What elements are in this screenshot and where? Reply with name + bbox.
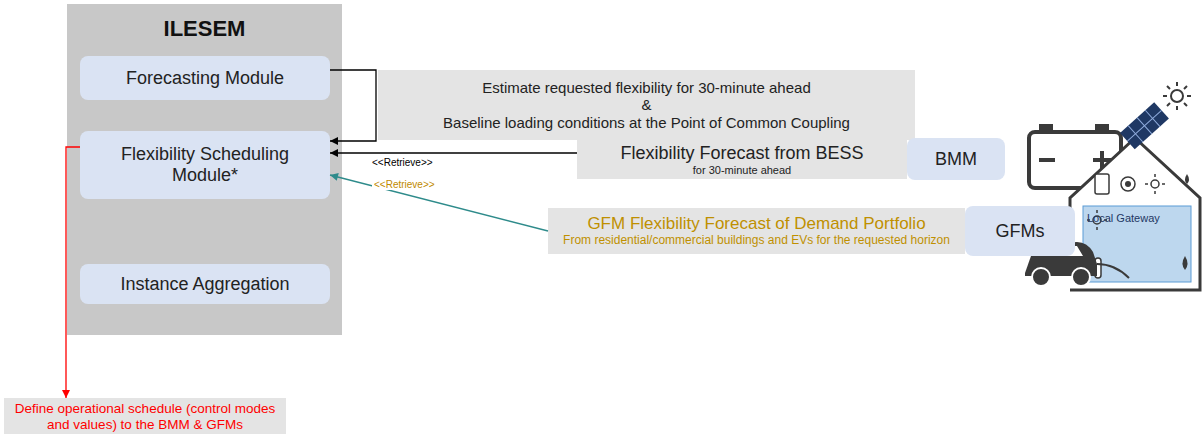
node-text: Instance Aggregation [120,274,289,295]
node-text: BMM [935,149,977,170]
node-subtext: & [641,96,651,113]
output-note-box: Define operational schedule (control mod… [4,398,286,434]
connector-line [330,175,548,231]
module-box: Forecasting Module [80,56,330,100]
building-ev-illustration [1025,78,1202,293]
arrow-head [62,390,70,398]
node-subtext: From residential/commercial buildings an… [563,234,950,248]
node-subtext: for 30-minute ahead [693,164,791,177]
edge-label: <<Retrieve>> [370,157,435,168]
note-box: Flexibility Forecast from BESSfor 30-min… [577,140,907,179]
node-subtext: Baseline loading conditions at the Point… [443,114,850,131]
system-container: ILESEM Forecasting ModuleFlexibility Sche… [67,4,342,335]
device-box: BMM [907,138,1005,180]
node-text: Flexibility Scheduling Module* [88,144,322,186]
edge-label: <<Retrieve>> [372,179,437,190]
module-box: Instance Aggregation [80,264,330,304]
device-box: GFMs [965,206,1075,256]
note-box: GFM Flexibility Forecast of Demand Portf… [548,208,965,254]
node-text: Estimate requested flexibility for 30-mi… [482,79,811,96]
module-box: Flexibility Scheduling Module* [80,131,330,199]
node-text: ILESEM [164,16,246,42]
illustration-label: Local Gateway [1087,212,1160,224]
node-text: Flexibility Forecast from BESS [620,143,863,164]
node-text: GFM Flexibility Forecast of Demand Portf… [587,214,925,234]
node-text: GFMs [996,221,1045,242]
connector [330,173,548,231]
connector-line [330,152,577,153]
connector [330,149,577,157]
node-text: Define operational schedule (control mod… [12,401,278,432]
note-box: Estimate requested flexibility for 30-mi… [378,70,915,140]
node-text: Forecasting Module [126,68,284,89]
